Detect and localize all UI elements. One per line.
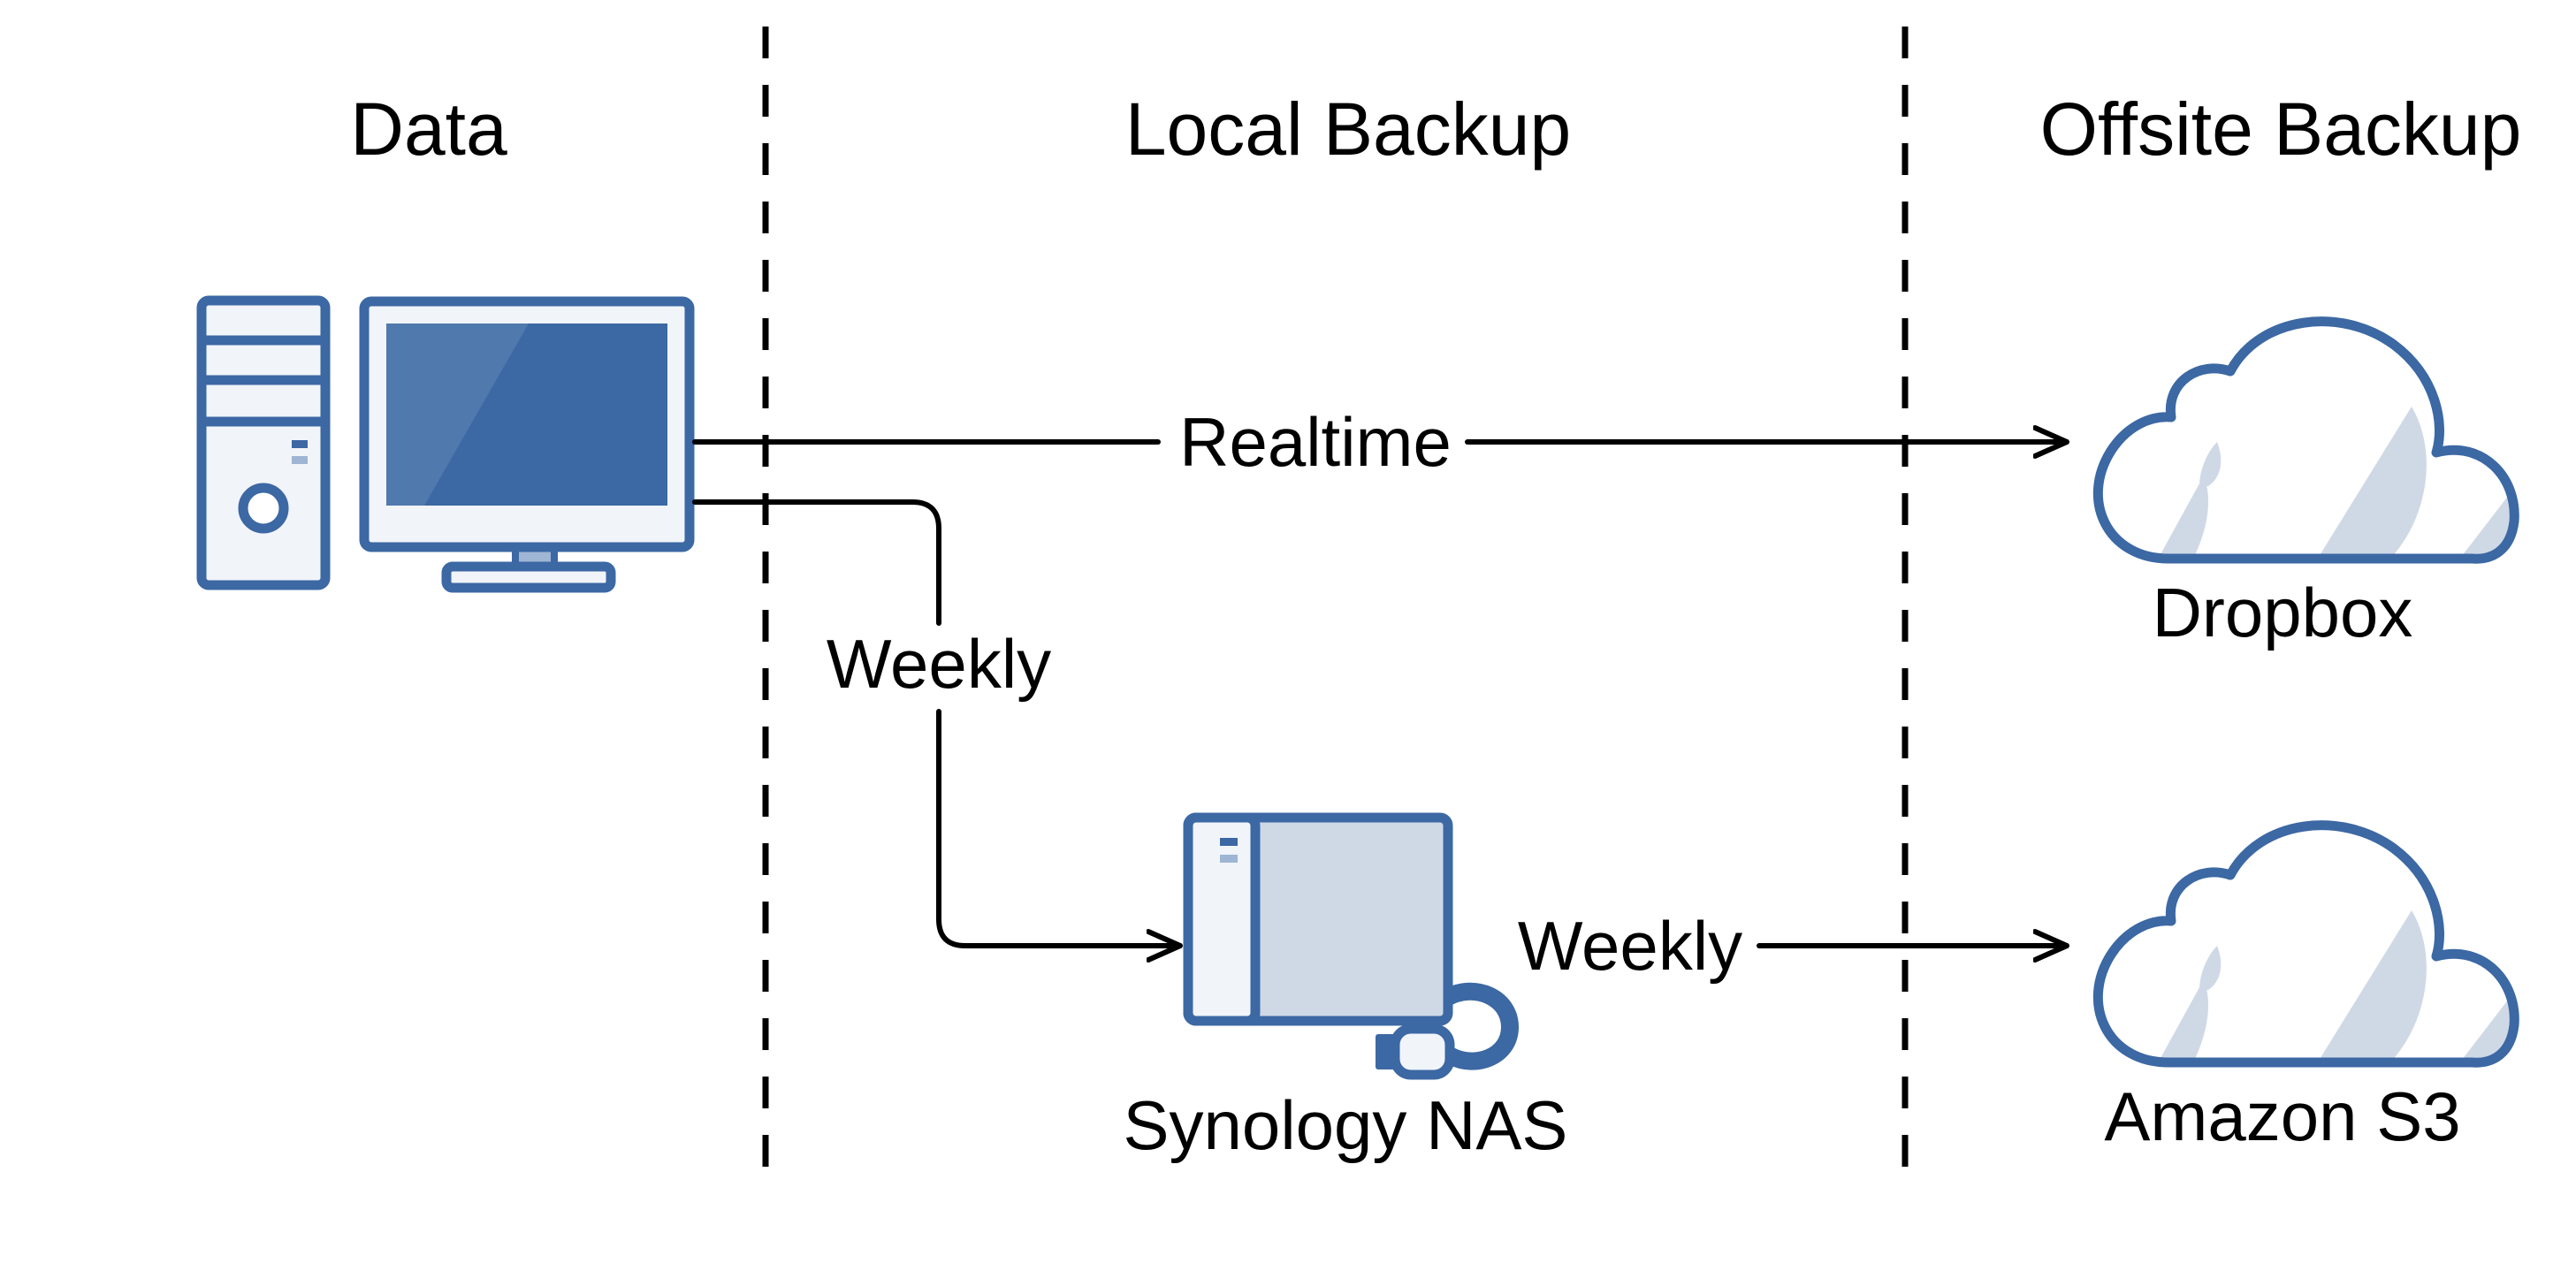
dropbox-label: Dropbox <box>2153 574 2413 651</box>
edge-label-realtime: Realtime <box>1179 403 1452 481</box>
connector-weekly-nas-top <box>692 499 941 626</box>
dropbox-cloud <box>2098 322 2514 564</box>
column-heading-local-backup: Local Backup <box>1125 88 1571 171</box>
pc-tower-icon <box>196 295 331 590</box>
amazon-s3-label: Amazon S3 <box>2104 1077 2460 1155</box>
monitor-icon <box>359 296 695 593</box>
connector-weekly-nas-arrow <box>936 709 1183 946</box>
desktop-computer-icon <box>196 295 695 593</box>
edge-label-weekly-nas: Weekly <box>827 625 1051 703</box>
edge-label-weekly-s3: Weekly <box>1518 907 1742 985</box>
amazon-s3-cloud <box>2098 826 2514 1068</box>
nas-drive-icon <box>1183 812 1520 1080</box>
column-heading-data: Data <box>350 88 507 171</box>
column-heading-offsite-backup: Offsite Backup <box>2040 88 2522 171</box>
nas-label: Synology NAS <box>1124 1086 1568 1164</box>
